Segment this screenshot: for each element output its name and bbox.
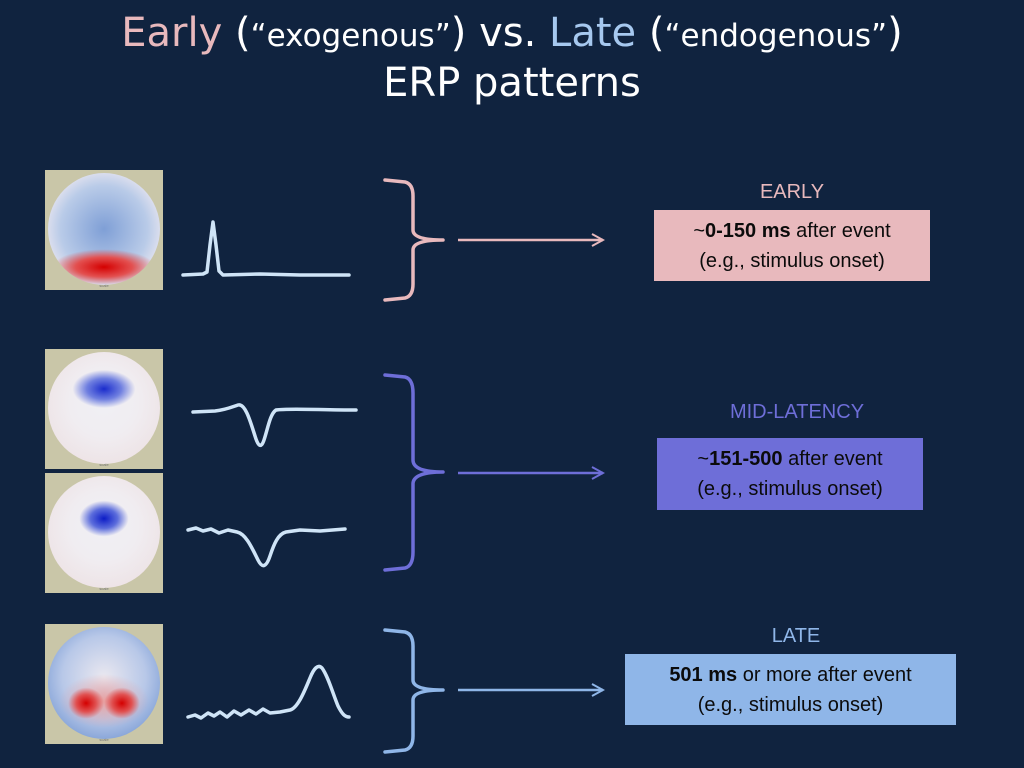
box-mid-line-1: ~151-500 after event	[657, 444, 923, 474]
waveform-mid-2	[186, 526, 347, 568]
box-early: ~0-150 ms after event (e.g., stimulus on…	[654, 210, 930, 281]
waveform-early	[181, 220, 351, 277]
scalp-map-late: scale	[45, 624, 163, 744]
title-early-qualifier: “exogenous”	[250, 18, 451, 54]
title-line-1: Early (“exogenous”) vs. Late (“endogenou…	[0, 8, 1024, 58]
scalp-map-early: scale	[45, 170, 163, 290]
title-open-paren-1: (	[234, 10, 251, 56]
waveform-mid-1	[191, 403, 358, 448]
label-late: LATE	[771, 625, 821, 647]
slide-title: Early (“exogenous”) vs. Late (“endogenou…	[0, 0, 1024, 108]
scalp-head-early	[48, 173, 160, 285]
box-late-line-1: 501 ms or more after event	[625, 660, 956, 690]
box-early-suffix: after event	[790, 220, 891, 242]
scalp-head-late	[48, 627, 160, 739]
bracket-late	[383, 628, 445, 754]
scalp-caption-early: scale	[99, 283, 109, 288]
box-mid-suffix: after event	[782, 448, 883, 470]
box-late: 501 ms or more after event (e.g., stimul…	[625, 654, 956, 725]
bracket-mid	[383, 373, 445, 572]
label-early: EARLY	[759, 181, 825, 203]
label-mid-latency: MID-LATENCY	[729, 401, 865, 423]
title-early-word: Early	[121, 10, 223, 56]
title-line-2: ERP patterns	[383, 60, 641, 106]
scalp-caption-mid-2: scale	[99, 586, 109, 591]
scalp-caption-late: scale	[99, 737, 109, 742]
title-late-qualifier: “endogenous”	[664, 18, 888, 54]
box-mid: ~151-500 after event (e.g., stimulus ons…	[657, 438, 923, 510]
scalp-map-mid-2: scale	[45, 473, 163, 593]
waveform-late	[186, 664, 351, 720]
box-early-range: 0-150 ms	[705, 220, 791, 242]
box-mid-prefix: ~	[697, 448, 710, 470]
box-late-suffix: or more after event	[737, 664, 912, 686]
scalp-map-mid-1: scale	[45, 349, 163, 469]
title-vs: vs.	[479, 10, 537, 56]
scalp-head-mid-2	[48, 476, 160, 588]
scalp-head-mid-1	[48, 352, 160, 464]
scalp-caption-mid-1: scale	[99, 462, 109, 467]
title-close-paren-2: )	[887, 10, 903, 56]
box-early-prefix: ~	[693, 220, 705, 242]
bracket-early	[383, 178, 445, 302]
box-mid-range: 151-500	[709, 448, 783, 470]
box-early-line-1: ~0-150 ms after event	[654, 216, 930, 246]
title-late-word: Late	[549, 10, 637, 56]
box-mid-example: (e.g., stimulus onset)	[697, 478, 883, 500]
box-late-example: (e.g., stimulus onset)	[697, 694, 884, 716]
box-late-range: 501 ms	[669, 664, 738, 686]
box-early-example: (e.g., stimulus onset)	[699, 250, 885, 272]
title-open-paren-2: (	[648, 10, 665, 56]
title-close-paren-1: )	[450, 10, 467, 56]
